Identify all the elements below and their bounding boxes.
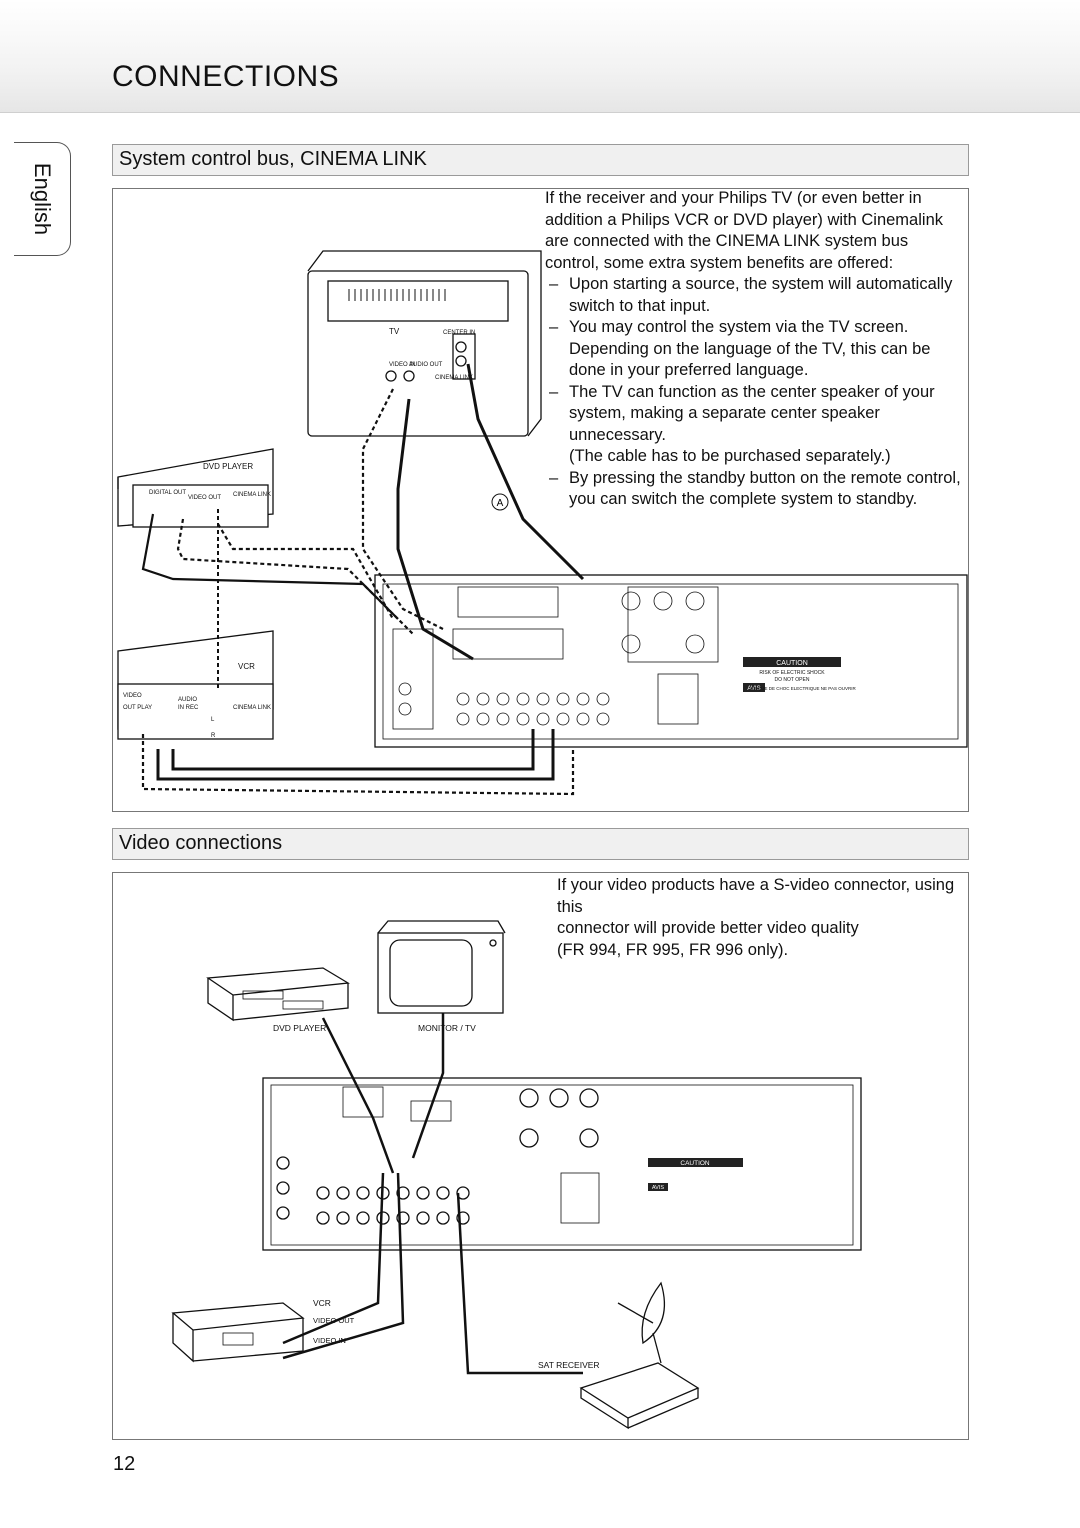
cinema-link-panel: TV CENTER IN VIDEO IN AUDIO OUT CINEMA L… — [112, 188, 969, 812]
bullet-1: –Upon starting a source, the system will… — [549, 275, 953, 315]
caution-label: CAUTION RISK OF ELECTRIC SHOCK DO NOT OP… — [743, 657, 856, 692]
dvd-player-label: DVD PLAYER — [203, 462, 253, 471]
vcr-video-in-label: VIDEO IN — [313, 1336, 346, 1345]
audio-out-label: AUDIO OUT — [409, 362, 443, 368]
section-heading-video: Video connections — [112, 828, 969, 860]
language-tab-label: English — [30, 162, 55, 236]
cable-note: (The cable has to be purchased separatel… — [569, 447, 891, 465]
vcr-label: VCR — [238, 662, 255, 671]
dvd-player-illustration — [117, 448, 274, 528]
video-connections-diagram: DVD PLAYER MONITOR / TV VCR VIDEO OUT VI… — [171, 920, 862, 1430]
cinema-link-intro: If the receiver and your Philips TV (or … — [545, 189, 943, 272]
dvd-player-box — [206, 967, 351, 1022]
vcr-box — [171, 1302, 305, 1363]
video-connections-panel: DVD PLAYER MONITOR / TV VCR VIDEO OUT VI… — [112, 872, 969, 1440]
vcr-cinema-link-label: CINEMA LINK — [233, 705, 271, 711]
dvd-video-out-label: VIDEO OUT — [188, 495, 221, 501]
caution-label-2: CAUTION AVIS — [648, 1158, 743, 1191]
video-line-1: If your video products have a S-video co… — [557, 876, 955, 916]
svg-text:AVIS: AVIS — [652, 1185, 664, 1191]
svg-text:RISK OF ELECTRIC SHOCK: RISK OF ELECTRIC SHOCK — [759, 670, 825, 676]
svg-text:A: A — [497, 498, 504, 509]
svg-text:AVIS: AVIS — [747, 686, 760, 692]
video-in-label: VIDEO IN — [389, 362, 415, 368]
tv-label: TV — [389, 327, 400, 336]
monitor-box — [377, 920, 506, 1014]
header-band — [0, 0, 1080, 113]
vcr-r-label: R — [211, 733, 216, 739]
tv-illustration — [307, 250, 542, 437]
dvd-cinema-link-label: CINEMA LINK — [233, 492, 271, 498]
cable-lines — [141, 363, 585, 796]
tv-cinema-link-label: CINEMA LINK — [435, 375, 473, 381]
svg-text:DO NOT OPEN: DO NOT OPEN — [775, 677, 810, 683]
satellite-dish — [617, 1281, 665, 1364]
bullet-2: –You may control the system via the TV s… — [549, 318, 931, 379]
section-heading-text: System control bus, CINEMA LINK — [119, 148, 427, 170]
digital-out-label: DIGITAL OUT — [149, 490, 186, 496]
bullet-4: –By pressing the standby button on the r… — [549, 468, 961, 509]
vcr-audio-label: AUDIO — [178, 697, 197, 703]
video-line-2: connector will provide better video qual… — [557, 919, 859, 937]
sat-receiver-label: SAT RECEIVER — [538, 1360, 600, 1370]
section-heading-cinema-link: System control bus, CINEMA LINK — [112, 144, 969, 176]
svg-text:CAUTION: CAUTION — [776, 660, 808, 667]
vcr-video-label: VIDEO — [123, 693, 142, 699]
center-in-label: CENTER IN — [443, 330, 475, 336]
vcr-label: VCR — [313, 1298, 331, 1308]
cinema-link-diagram: TV CENTER IN VIDEO IN AUDIO OUT CINEMA L… — [117, 250, 968, 796]
video-line-3: (FR 994, FR 995, FR 996 only). — [557, 940, 789, 959]
cable-marker: A — [491, 493, 509, 511]
page-number: 12 — [113, 1453, 136, 1475]
vcr-out-play-label: OUT PLAY — [123, 705, 152, 711]
svg-text:CAUTION: CAUTION — [680, 1160, 710, 1167]
dvd-player-label: DVD PLAYER — [273, 1023, 326, 1033]
receiver-back-panel — [262, 1077, 862, 1251]
language-tab: English — [14, 142, 71, 256]
cinema-link-text: If the receiver and your Philips TV (or … — [545, 188, 965, 511]
section-heading-text: Video connections — [119, 832, 283, 854]
vcr-in-rec-label: IN REC — [178, 705, 199, 711]
receiver-illustration — [374, 574, 968, 748]
sat-receiver-box — [579, 1362, 700, 1430]
vcr-illustration — [117, 630, 274, 740]
bullet-3: –The TV can function as the center speak… — [549, 382, 935, 444]
monitor-label: MONITOR / TV — [418, 1023, 476, 1033]
svg-text:RISQUE DE CHOC ELECTRIQUE NE P: RISQUE DE CHOC ELECTRIQUE NE PAS OUVRIR — [750, 686, 856, 691]
page-title: CONNECTIONS — [112, 60, 340, 93]
video-connections-text: If your video products have a S-video co… — [557, 875, 965, 961]
vcr-l-label: L — [211, 717, 215, 723]
vcr-video-out-label: VIDEO OUT — [313, 1316, 355, 1325]
video-cables — [282, 1013, 583, 1375]
